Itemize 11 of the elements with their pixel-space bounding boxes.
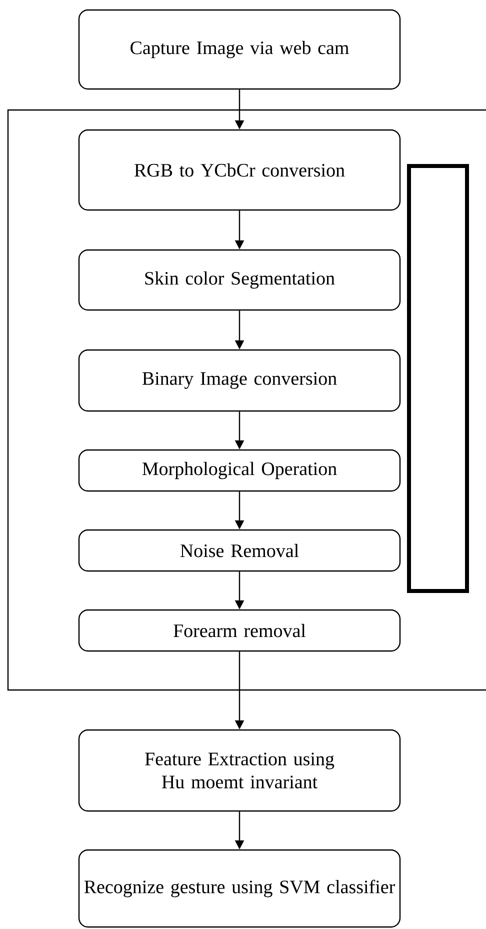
process-box: Capture Image via web cam bbox=[78, 9, 401, 90]
process-box: RGB to YCbCr conversion bbox=[78, 129, 401, 211]
empty-box bbox=[407, 164, 469, 593]
process-box: Noise Removal bbox=[78, 529, 401, 572]
process-box: Forearm removal bbox=[78, 609, 401, 652]
process-box: Binary Image conversion bbox=[78, 349, 401, 412]
process-box: Feature Extraction using Hu moemt invariant bbox=[78, 729, 401, 812]
process-box: Morphological Operation bbox=[78, 449, 401, 492]
group-frame bbox=[7, 109, 486, 691]
process-box: Skin color Segmentation bbox=[78, 249, 401, 311]
process-box: Recognize gesture using SVM classifier bbox=[78, 849, 401, 928]
